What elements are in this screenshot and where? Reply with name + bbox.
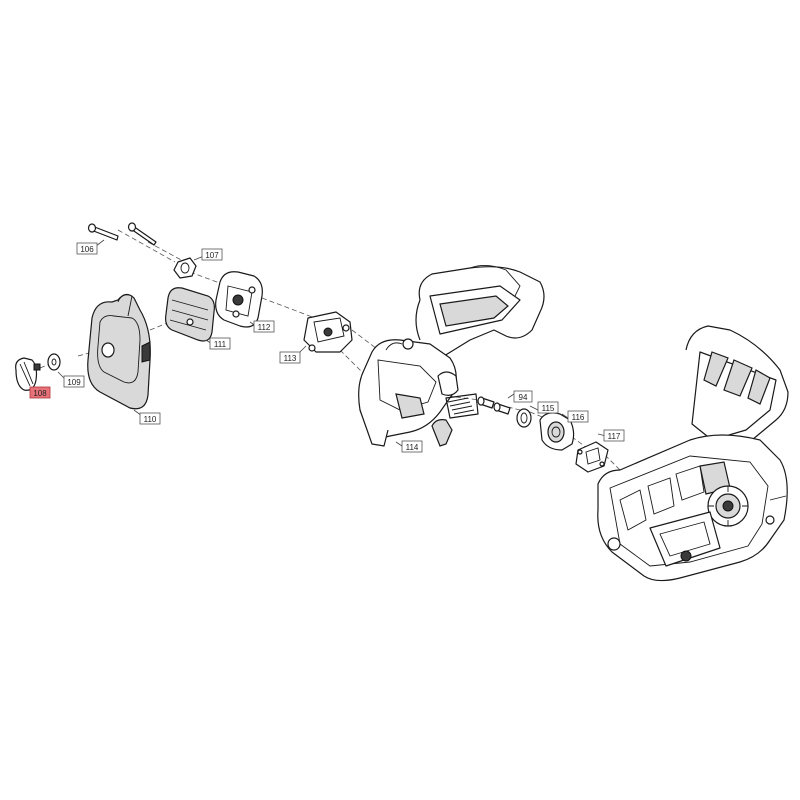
- callout-112-label: 112: [258, 323, 271, 332]
- callout-110[interactable]: 110: [139, 412, 161, 425]
- callout-115-label: 115: [542, 404, 555, 413]
- callout-106-label: 106: [80, 245, 94, 254]
- callout-113[interactable]: 113: [279, 351, 301, 364]
- callout-114[interactable]: 114: [401, 440, 423, 453]
- part-115-ring: [516, 408, 532, 428]
- part-94-screws: [477, 396, 511, 415]
- callout-116-label: 116: [572, 413, 585, 422]
- callout-109[interactable]: 109: [63, 375, 85, 388]
- part-110-filter-cover: [87, 293, 151, 410]
- spring: [445, 393, 479, 419]
- callout-107[interactable]: 107: [201, 248, 223, 261]
- callout-117-label: 117: [608, 432, 621, 441]
- callout-94-label: 94: [519, 393, 528, 402]
- callout-108-label: 108: [33, 389, 47, 398]
- callout-111-label: 111: [214, 340, 227, 349]
- callout-109-label: 109: [67, 378, 81, 387]
- part-113-carburetor: [303, 311, 353, 353]
- callout-114-label: 114: [406, 443, 419, 452]
- callout-112[interactable]: 112: [253, 320, 275, 333]
- part-117-gasket: [575, 441, 609, 473]
- part-108-knob: [15, 357, 41, 391]
- callout-116[interactable]: 116: [567, 410, 589, 423]
- callout-110-label: 110: [144, 415, 157, 424]
- callout-107-label: 107: [205, 251, 219, 260]
- part-111-filter: [165, 287, 215, 342]
- callout-115[interactable]: 115: [537, 401, 559, 414]
- part-106-bolts: [87, 222, 157, 246]
- engine-body: [597, 325, 789, 582]
- rear-handle-housing: [358, 265, 545, 447]
- part-109-washer: [47, 353, 61, 371]
- callout-106[interactable]: 106: [76, 242, 98, 255]
- callout-94[interactable]: 94: [513, 390, 533, 403]
- part-112-filter-base: [215, 271, 263, 328]
- part-107-nut: [173, 257, 197, 279]
- callout-113-label: 113: [284, 354, 297, 363]
- callout-111[interactable]: 111: [209, 337, 231, 350]
- callout-108[interactable]: 108: [29, 386, 51, 399]
- callout-117[interactable]: 117: [603, 429, 625, 442]
- part-114-trigger: [431, 419, 453, 447]
- part-116-manifold: [539, 412, 575, 451]
